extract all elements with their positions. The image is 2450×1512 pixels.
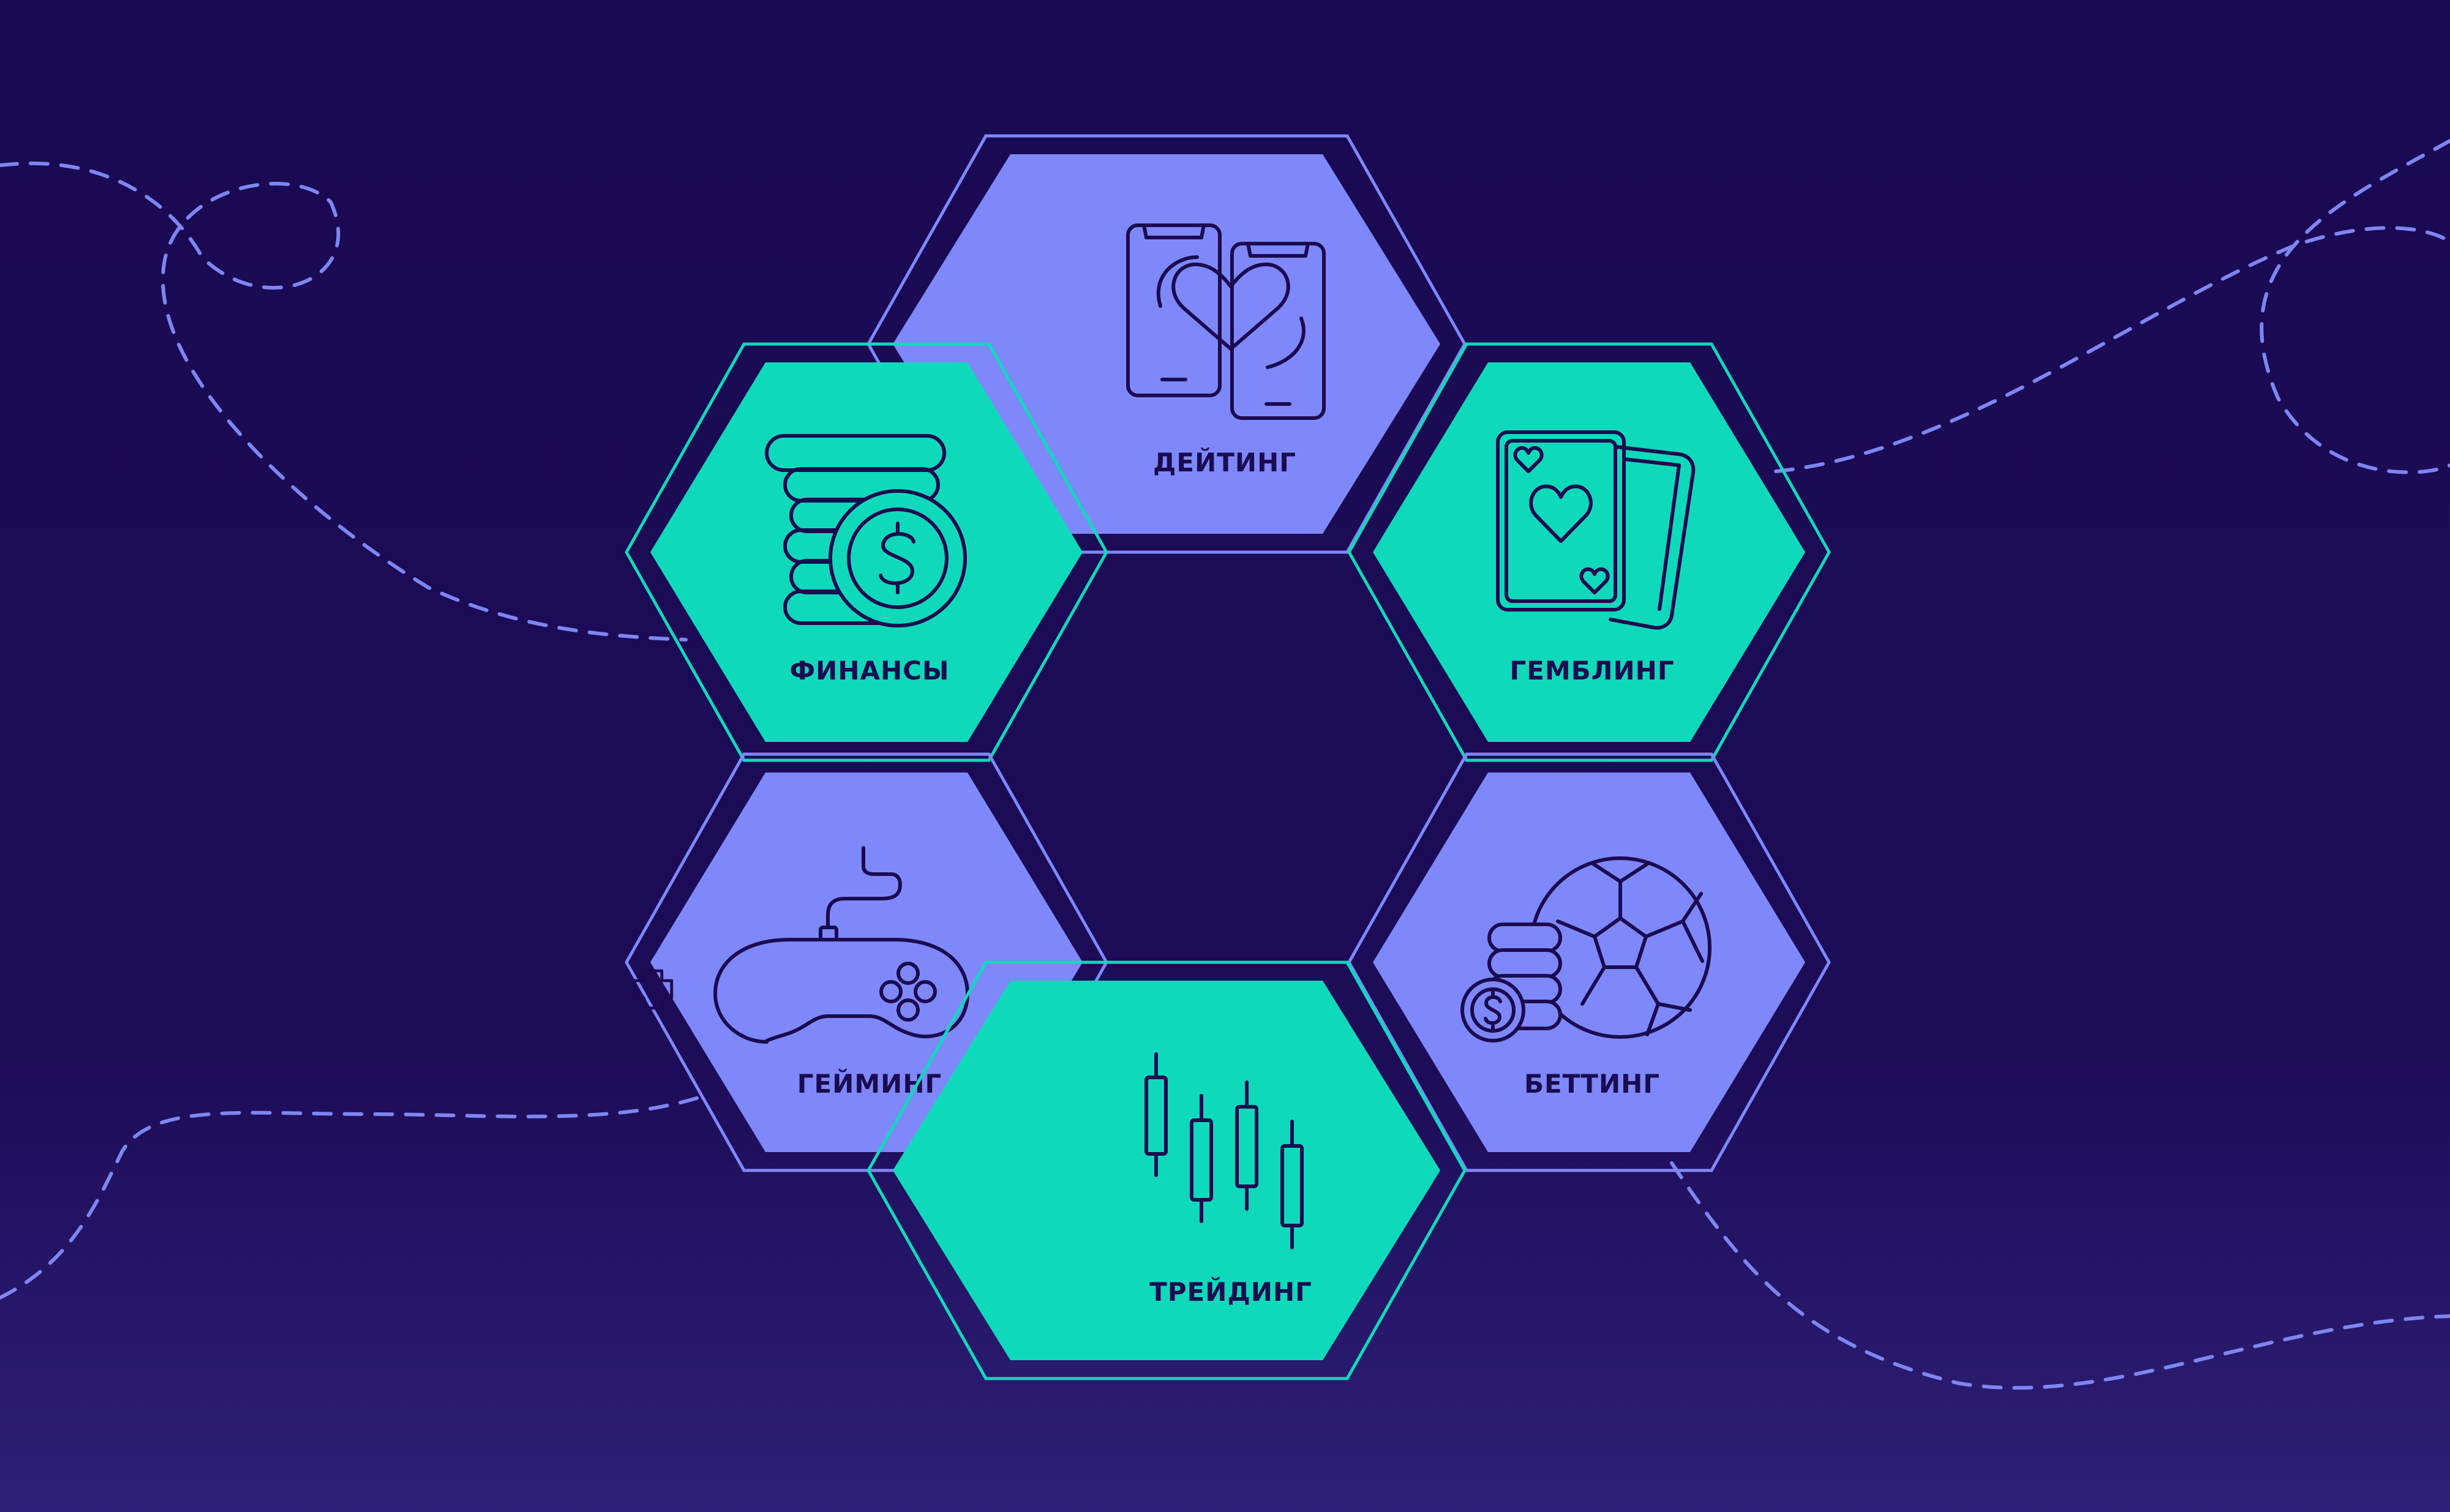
hex-betting[interactable]: БЕТТИНГ — [1347, 752, 1831, 1172]
hex-label-dating: ДЕЙТИНГ — [1153, 447, 1296, 477]
hex-label-finance: ФИНАНСЫ — [790, 656, 950, 686]
dashed-curve-bottom-right — [1670, 1161, 2450, 1390]
phones-heart-icon — [1126, 223, 1326, 420]
hex-label-gambling: ГЕМБЛИНГ — [1509, 656, 1674, 686]
hex-dating[interactable]: ДЕЙТИНГ — [866, 134, 1467, 554]
coins-dollar-icon — [765, 434, 967, 627]
candlestick-chart-icon — [1144, 1052, 1304, 1249]
playing-cards-icon — [1496, 430, 1696, 630]
hex-finance[interactable]: ФИНАНСЫ — [625, 342, 1108, 762]
decorative-dashed-lines — [0, 139, 2450, 1390]
hex-fill — [1373, 362, 1805, 742]
hex-trading[interactable]: ТРЕЙДИНГ — [866, 960, 1467, 1380]
soccer-ball-coins-icon — [1460, 856, 1712, 1042]
hexagon-cluster: ДЕЙТИНГ ФИНАНСЫ — [625, 134, 1831, 1380]
hex-label-gaming: ГЕЙМИНГ — [797, 1068, 942, 1099]
dashed-curve-bottom-left — [0, 1094, 706, 1300]
hex-fill — [1373, 773, 1805, 1152]
hex-label-trading: ТРЕЙДИНГ — [1149, 1276, 1312, 1307]
hex-gambling[interactable]: ГЕМБЛИНГ — [1347, 342, 1831, 762]
hex-outline — [1347, 342, 1831, 762]
hex-fill — [893, 981, 1440, 1360]
gamepad-icon — [633, 846, 969, 1044]
dashed-curve-top-left — [0, 161, 688, 642]
hex-label-betting: БЕТТИНГ — [1524, 1069, 1660, 1099]
hex-outline — [625, 342, 1108, 762]
dashed-curve-top-right — [1774, 139, 2450, 474]
hex-fill — [893, 154, 1440, 534]
hex-outline — [1347, 752, 1831, 1172]
hex-outline — [866, 960, 1467, 1380]
